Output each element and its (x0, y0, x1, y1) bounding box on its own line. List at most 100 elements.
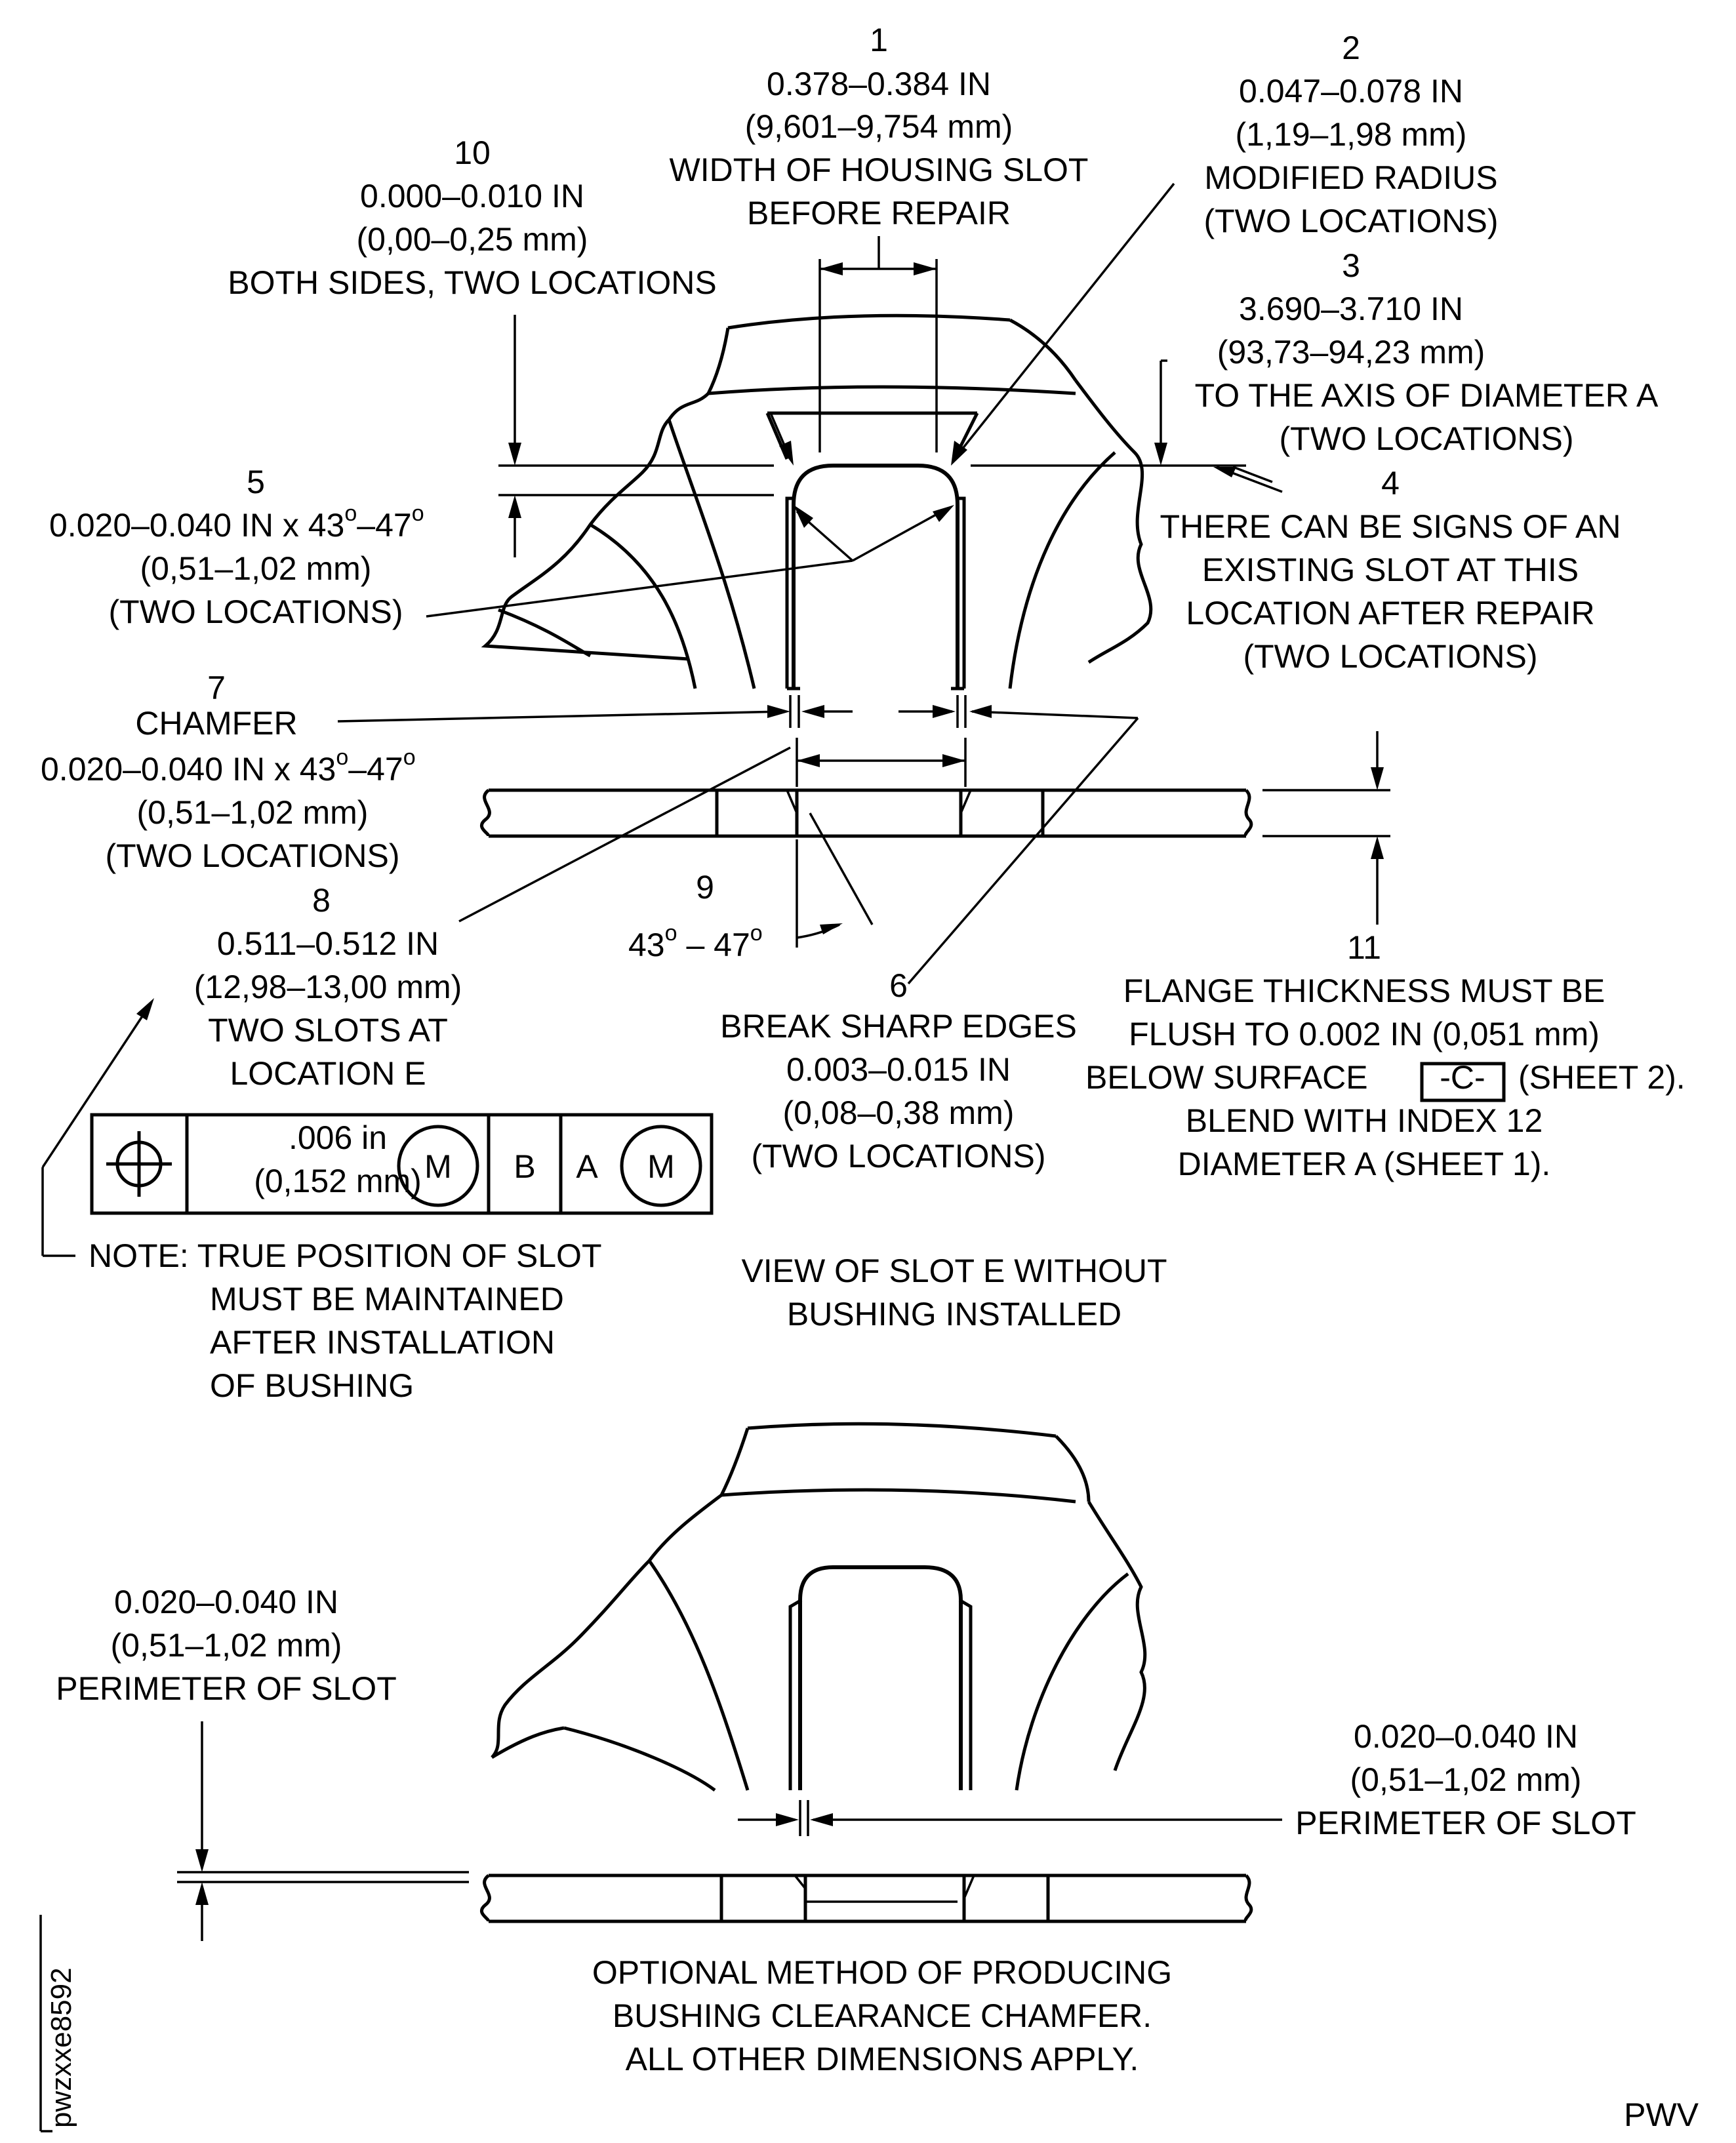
note-l2: MUST BE MAINTAINED (210, 1281, 564, 1317)
callout-2-index: 2 (1342, 30, 1360, 66)
callout-3-index: 3 (1342, 247, 1360, 284)
callout-8-desc2: LOCATION E (230, 1055, 426, 1092)
lower-flange-section (177, 1721, 1282, 1941)
callout-7-inch-b: –47 (348, 751, 403, 788)
callout-11-l3a: BELOW SURFACE (1085, 1059, 1368, 1096)
callout-6-desc: BREAK SHARP EDGES (720, 1008, 1077, 1045)
callout-5-deg-2: o (412, 501, 424, 526)
callout-2: 2 0.047–0.078 IN (1,19–1,98 mm) MODIFIED… (1203, 30, 1498, 239)
upper-leaders (426, 182, 1175, 618)
callout-11-l1: FLANGE THICKNESS MUST BE (1123, 972, 1605, 1009)
modifier-m-1: M (424, 1148, 452, 1185)
callout-1: 1 0.378–0.384 IN (9,601–9,754 mm) WIDTH … (670, 22, 1089, 231)
svg-text:0.020–0.040 IN x 43o–47o: 0.020–0.040 IN x 43o–47o (49, 501, 424, 544)
callout-10-mm: (0,00–0,25 mm) (357, 221, 588, 258)
callout-8: 8 0.511–0.512 IN (12,98–13,00 mm) TWO SL… (194, 882, 462, 1092)
callout-1-index: 1 (870, 22, 888, 58)
callout-9-index: 9 (696, 869, 714, 906)
note-l4: OF BUSHING (210, 1367, 414, 1404)
callout-10: 10 0.000–0.010 IN (0,00–0,25 mm) BOTH SI… (228, 134, 716, 301)
callout-5-mm: (0,51–1,02 mm) (140, 550, 372, 587)
callout-1-desc1: WIDTH OF HOUSING SLOT (670, 151, 1089, 188)
view-title-l2: BUSHING INSTALLED (787, 1296, 1121, 1332)
upper-reference-lines (498, 236, 1283, 557)
lower-housing-outline (491, 1422, 1147, 1792)
callout-2-inch: 0.047–0.078 IN (1239, 73, 1463, 110)
callout-7: 7 CHAMFER 0.020–0.040 IN x 43o–47o (0,51… (41, 670, 416, 874)
note: NOTE: TRUE POSITION OF SLOT MUST BE MAIN… (89, 1237, 602, 1404)
callout-6: 6 BREAK SHARP EDGES 0.003–0.015 IN (0,08… (720, 967, 1077, 1174)
callout-7-deg-2: o (403, 745, 416, 770)
lower-left-dimension: 0.020–0.040 IN (0,51–1,02 mm) PERIMETER … (56, 1584, 397, 1707)
callout-8-index: 8 (312, 882, 331, 919)
tolerance-value-mm: (0,152 mm) (254, 1163, 422, 1199)
corner-mark: PWV (1624, 2096, 1699, 2133)
tolerance-frame (41, 998, 714, 1257)
callout-9-a: 43 (628, 927, 665, 963)
bottom-caption-l2: BUSHING CLEARANCE CHAMFER. (613, 1997, 1152, 2034)
upper-housing-outline (481, 313, 1153, 689)
bottom-caption-l1: OPTIONAL METHOD OF PRODUCING (592, 1954, 1172, 1991)
lower-right-mm: (0,51–1,02 mm) (1350, 1761, 1582, 1798)
lower-left-inch: 0.020–0.040 IN (114, 1584, 338, 1620)
callout-10-index: 10 (454, 134, 491, 171)
callout-10-desc: BOTH SIDES, TWO LOCATIONS (228, 264, 716, 301)
callout-8-desc1: TWO SLOTS AT (208, 1012, 448, 1049)
callout-6-inch: 0.003–0.015 IN (786, 1051, 1011, 1088)
callout-11-datum: -C- (1440, 1059, 1485, 1096)
callout-9: 9 43o – 47o (628, 869, 763, 963)
callout-3-inch: 3.690–3.710 IN (1239, 290, 1463, 327)
callout-11-index: 11 (1347, 929, 1381, 966)
callout-11-l4: BLEND WITH INDEX 12 (1186, 1102, 1543, 1139)
callout-4-l3: LOCATION AFTER REPAIR (1186, 595, 1594, 631)
callout-5-inch-b: –47 (357, 507, 411, 544)
callout-1-mm: (9,601–9,754 mm) (745, 108, 1013, 145)
callout-5-inch-a: 0.020–0.040 IN x 43 (49, 507, 344, 544)
upper-flange-section (479, 731, 1390, 948)
callout-4-index: 4 (1381, 465, 1400, 502)
callout-5-index: 5 (247, 464, 265, 500)
tolerance-value-in: .006 in (289, 1119, 387, 1156)
callout-5: 5 0.020–0.040 IN x 43o–47o (0,51–1,02 mm… (49, 464, 424, 630)
callout-8-mm: (12,98–13,00 mm) (194, 969, 462, 1005)
callout-7-mm: (0,51–1,02 mm) (137, 794, 369, 831)
callout-4-l1: THERE CAN BE SIGNS OF AN (1160, 508, 1621, 545)
callout-6-mm: (0,08–0,38 mm) (783, 1094, 1015, 1131)
datum-a: A (576, 1148, 598, 1185)
lower-left-desc: PERIMETER OF SLOT (56, 1670, 397, 1707)
callout-3-desc2: (TWO LOCATIONS) (1279, 420, 1573, 457)
callout-4: 4 THERE CAN BE SIGNS OF AN EXISTING SLOT… (1160, 465, 1621, 675)
callout-9-deg-1: o (665, 921, 677, 946)
lower-right-desc: PERIMETER OF SLOT (1295, 1805, 1636, 1841)
datum-b: B (514, 1148, 535, 1185)
callout-1-desc2: BEFORE REPAIR (747, 195, 1011, 231)
callout-3: 3 3.690–3.710 IN (93,73–94,23 mm) TO THE… (1195, 247, 1659, 457)
callout-9-b: – 47 (677, 927, 750, 963)
view-title-l1: VIEW OF SLOT E WITHOUT (741, 1252, 1167, 1289)
callout-10-inch: 0.000–0.010 IN (360, 178, 584, 214)
callout-5-desc: (TWO LOCATIONS) (108, 593, 403, 630)
modifier-m-2: M (647, 1148, 675, 1185)
note-l3: AFTER INSTALLATION (210, 1324, 555, 1361)
upper-detail-dimensions (337, 695, 1139, 985)
callout-7-loc: (TWO LOCATIONS) (105, 837, 399, 874)
callout-7-deg-1: o (336, 745, 348, 770)
callout-8-inch: 0.511–0.512 IN (217, 925, 439, 962)
callout-7-inch-a: 0.020–0.040 IN x 43 (41, 751, 336, 788)
view-title: VIEW OF SLOT E WITHOUT BUSHING INSTALLED (741, 1252, 1167, 1332)
tolerance-frame-text: .006 in (0,152 mm) M B A M (254, 1119, 675, 1199)
callout-9-deg-2: o (750, 921, 763, 946)
callout-4-l4: (TWO LOCATIONS) (1243, 638, 1537, 675)
callout-3-desc1: TO THE AXIS OF DIAMETER A (1195, 377, 1659, 414)
callout-1-inch: 0.378–0.384 IN (767, 66, 991, 102)
callout-11-l3b: (SHEET 2). (1518, 1059, 1686, 1096)
upper-slot (785, 464, 966, 691)
drawing-id-text: pwzxxe8592 (45, 1967, 77, 2128)
true-position-icon (106, 1131, 172, 1197)
svg-text:0.020–0.040 IN x 43o–47o: 0.020–0.040 IN x 43o–47o (41, 745, 416, 788)
callout-7-index: 7 (207, 670, 226, 706)
callout-11: 11 FLANGE THICKNESS MUST BE FLUSH TO 0.0… (1085, 929, 1686, 1182)
drawing-id: pwzxxe8592 (39, 1915, 77, 2133)
datum-c-frame (1420, 1062, 1506, 1102)
callout-5-deg-1: o (344, 501, 357, 526)
